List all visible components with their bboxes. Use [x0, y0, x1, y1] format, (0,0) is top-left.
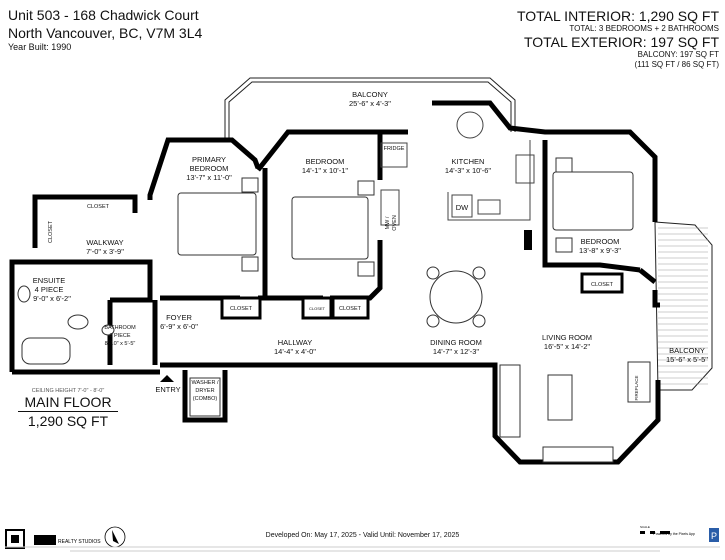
dishwasher-label: DW [456, 203, 469, 212]
dryer-label: DRYER [195, 388, 214, 394]
foyer-label: FOYER [166, 313, 192, 322]
primary-bedroom-label2: BEDROOM [190, 164, 229, 173]
balcony-top-label: BALCONY [352, 90, 388, 99]
closet-label-primary: CLOSET [230, 306, 253, 312]
closet-label-walkway: CLOSET [87, 204, 110, 210]
entry-label: ENTRY [155, 385, 180, 394]
hallway-dims: 14'-4" x 4'-0" [274, 347, 316, 356]
pixels-app-icon: P [709, 528, 719, 542]
hallway-label: HALLWAY [278, 338, 312, 347]
scale-bar: SCALE [640, 525, 670, 534]
balcony-total: BALCONY: 197 SQ FT [637, 50, 719, 59]
totals-block: TOTAL INTERIOR: 1,290 SQ FT TOTAL: 3 BED… [517, 8, 719, 70]
total-interior: TOTAL INTERIOR: 1,290 SQ FT [516, 8, 719, 24]
oven-label: OVEN [392, 215, 398, 231]
realty-studios-logo: REALTY STUDIOS [34, 535, 101, 545]
bathroom-label: BATHROOM [104, 325, 136, 331]
disclaimer-lines [5, 546, 720, 552]
bathroom-label2: 3 PIECE [109, 333, 130, 339]
main-floor-summary: CEILING HEIGHT 7'-0" - 8'-0" MAIN FLOOR … [18, 388, 118, 430]
living-label: LIVING ROOM [542, 333, 592, 342]
main-floor-title: MAIN FLOOR [18, 394, 118, 412]
address-line1: Unit 503 - 168 Chadwick Court [8, 7, 199, 23]
balcony-right [654, 221, 713, 391]
balcony-right-dims: 15'-6" x 5'-5" [666, 355, 708, 364]
powered-by: Powered by the Pixels App [653, 532, 695, 536]
bedroom3-dims: 13'-8" x 9'-3" [579, 246, 621, 255]
kitchen-dims: 14'-3" x 10'-6" [445, 166, 491, 175]
closet-label-side: CLOSET [48, 220, 54, 243]
fireplace-label: FIREPLACE [634, 375, 639, 400]
ensuite-dims: 9'-0" x 6'-2" [33, 294, 71, 303]
balcony-right-label: BALCONY [669, 346, 705, 355]
brand-text: REALTY STUDIOS [58, 539, 101, 545]
year-built: Year Built: 1990 [8, 42, 72, 52]
kitchen-counters [380, 111, 535, 226]
dining-label: DINING ROOM [430, 338, 482, 347]
scale-label: SCALE [640, 525, 650, 529]
beds [177, 157, 634, 277]
total-exterior: TOTAL EXTERIOR: 197 SQ FT [523, 34, 719, 50]
address-line2: North Vancouver, BC, V7M 3L4 [8, 25, 203, 41]
mw-label: MW / [385, 216, 391, 229]
balcony-top-outline [224, 77, 516, 140]
bedroom3-label: BEDROOM [581, 237, 620, 246]
combo-label: (COMBO) [193, 396, 218, 402]
closet-boxes [220, 272, 624, 320]
qr-code-icon [5, 529, 25, 549]
total-rooms: TOTAL: 3 BEDROOMS + 2 BATHROOMS [569, 24, 719, 33]
main-floor-area: 1,290 SQ FT [27, 413, 109, 429]
closet-label-small: CLOSET [309, 306, 326, 311]
walkway-label: WALKWAY [86, 238, 123, 247]
ensuite-label2: 4 PIECE [35, 285, 64, 294]
fridge-label: FRIDGE [384, 146, 405, 152]
furniture [17, 266, 651, 463]
balcony-top-dims: 25'-6" x 4'-3" [349, 99, 391, 108]
washer-label: WASHER / [192, 380, 219, 386]
dining-dims: 14'-7" x 12'-3" [433, 347, 479, 356]
primary-bedroom-dims: 13'-7" x 11'-0" [186, 173, 232, 182]
developed-date: Developed On: May 17, 2025 - Valid Until… [265, 532, 460, 539]
walls [9, 100, 661, 465]
closet-label-bedroom2: CLOSET [339, 306, 362, 312]
ensuite-label: ENSUITE [33, 276, 66, 285]
kitchen-label: KITCHEN [452, 157, 485, 166]
entry-arrow-icon [160, 375, 174, 382]
bedroom2-dims: 14'-1" x 10'-1" [302, 166, 348, 175]
foyer-dims: 6'-9" x 6'-0" [160, 322, 198, 331]
balcony-split: (111 SQ FT / 86 SQ FT) [634, 60, 719, 69]
living-dims: 16'-5" x 14'-2" [544, 342, 590, 351]
closet-label-bedroom3: CLOSET [591, 282, 614, 288]
ceiling-height: CEILING HEIGHT 7'-0" - 8'-0" [31, 388, 105, 394]
walkway-dims: 7'-0" x 3'-9" [86, 247, 124, 256]
svg-text:P: P [711, 531, 717, 541]
address-block: Unit 503 - 168 Chadwick Court North Vanc… [8, 6, 202, 52]
primary-bedroom-label: PRIMARY [192, 155, 226, 164]
bedroom2-label: BEDROOM [306, 157, 345, 166]
bathroom-dims: 8'-10" x 5'-5" [105, 341, 136, 347]
